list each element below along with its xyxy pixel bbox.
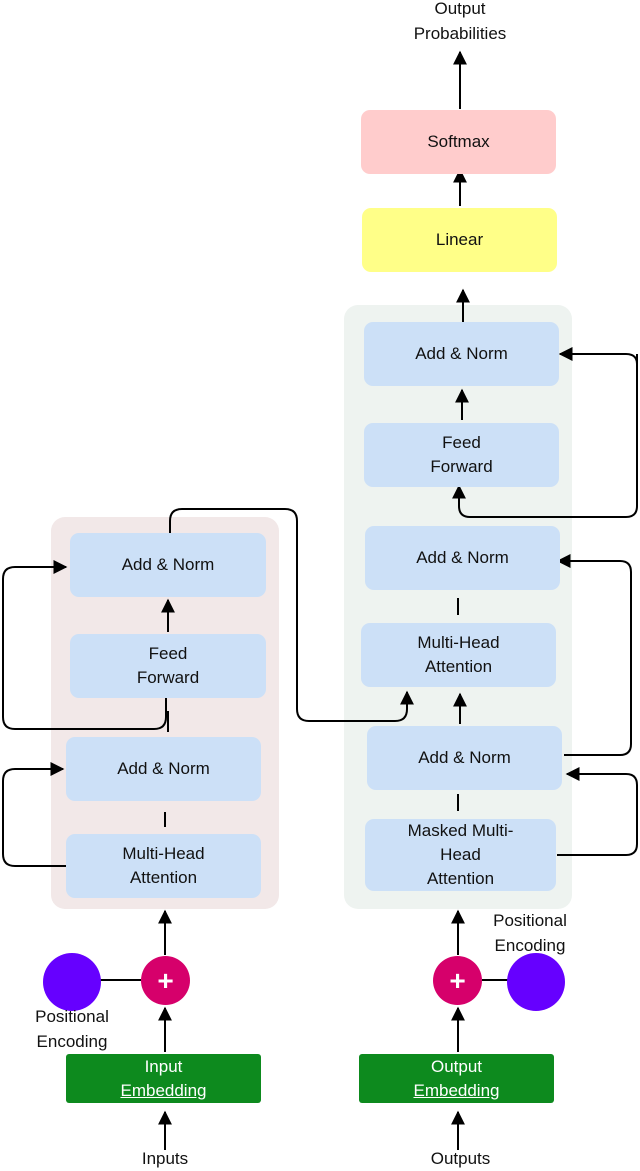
output-prob-line2: Probabilities	[413, 24, 507, 43]
encoder-ff-line1: Feed	[148, 644, 188, 663]
input-embedding-line1: Input	[144, 1056, 183, 1076]
output-embedding: Output Embedding	[359, 1054, 554, 1103]
enc-residual-1	[2, 762, 66, 867]
softmax-label: Softmax	[427, 132, 490, 151]
decoder-ff-line2: Forward	[430, 457, 493, 476]
encoder-feed-forward: Feed Forward	[70, 634, 266, 698]
decoder-masked-line1: Masked Multi-	[407, 821, 514, 840]
decoder-masked-line2: Head	[440, 845, 481, 864]
dec-residual-3	[452, 354, 638, 518]
encoder-attn-line1: Multi-Head	[122, 844, 205, 863]
decoder-masked-line3: Attention	[426, 869, 495, 888]
decoder-add-norm-bottom-label: Add & Norm	[418, 748, 511, 767]
enc-residual-2	[2, 560, 167, 730]
encoder-add-norm-bottom: Add & Norm	[66, 737, 261, 801]
enc-to-dec-connection	[169, 508, 414, 722]
input-embedding-line2: Embedding	[120, 1080, 207, 1100]
dec-residual-2	[556, 554, 632, 756]
decoder-masked-multi-head-attention: Masked Multi- Head Attention	[365, 819, 556, 891]
decoder-attn-line1: Multi-Head	[417, 633, 500, 652]
encoder-add-norm-top: Add & Norm	[70, 533, 266, 597]
encoder-ff-line2: Forward	[136, 668, 200, 687]
encoder-add-icon: +	[141, 956, 190, 1005]
outputs-label: Outputs	[430, 1149, 491, 1168]
decoder-feed-forward: Feed Forward	[364, 423, 559, 487]
enc-pe-line1: Positional	[35, 1007, 109, 1026]
decoder-positional-encoding-icon	[507, 953, 565, 1011]
dec-residual-3-head	[558, 347, 638, 365]
dec-residual-1	[557, 767, 638, 856]
encoder-positional-encoding-icon	[43, 953, 101, 1011]
decoder-add-norm-top-label: Add & Norm	[415, 344, 508, 363]
softmax-layer: Softmax	[361, 110, 556, 174]
encoder-attn-line2: Attention	[129, 868, 198, 887]
linear-layer: Linear	[362, 208, 557, 272]
decoder-add-norm-middle: Add & Norm	[365, 526, 560, 590]
decoder-positional-encoding-label: Positional Encoding	[470, 908, 590, 958]
encoder-positional-encoding-label: Positional Encoding	[12, 1004, 132, 1054]
encoder-add-norm-top-label: Add & Norm	[121, 555, 215, 574]
decoder-ff-line1: Feed	[442, 433, 481, 452]
decoder-add-norm-top: Add & Norm	[364, 322, 559, 386]
dec-pe-line2: Encoding	[494, 936, 566, 955]
output-prob-line1: Output	[434, 0, 486, 18]
output-embedding-line2: Embedding	[413, 1080, 500, 1100]
enc-pe-line2: Encoding	[36, 1032, 108, 1051]
inputs-label: Inputs	[141, 1149, 189, 1168]
input-embedding: Input Embedding	[66, 1054, 261, 1103]
decoder-add-symbol: +	[449, 964, 466, 996]
decoder-attn-line2: Attention	[424, 657, 493, 676]
decoder-add-norm-bottom: Add & Norm	[367, 726, 562, 790]
dec-pe-line1: Positional	[493, 911, 567, 930]
output-embedding-line1: Output	[430, 1056, 483, 1076]
encoder-multi-head-attention: Multi-Head Attention	[66, 834, 261, 898]
linear-label: Linear	[435, 230, 484, 249]
decoder-multi-head-attention: Multi-Head Attention	[361, 623, 556, 687]
decoder-add-norm-middle-label: Add & Norm	[416, 548, 509, 567]
decoder-add-icon: +	[433, 956, 482, 1005]
output-probabilities-label: Output Probabilities	[395, 0, 525, 46]
encoder-add-norm-bottom-label: Add & Norm	[117, 759, 210, 778]
encoder-add-symbol: +	[157, 964, 174, 996]
